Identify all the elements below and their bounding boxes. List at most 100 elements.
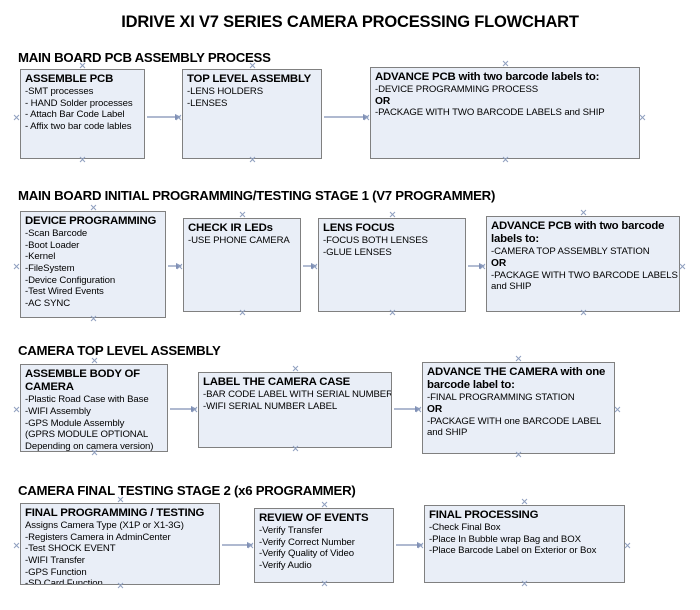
- process-box-title: ADVANCE THE CAMERA with one barcode labe…: [427, 366, 606, 392]
- process-box-s3-1[interactable]: ASSEMBLE BODY OF CAMERA-Plastic Road Cas…: [20, 364, 168, 452]
- connection-handle-icon: [321, 501, 328, 508]
- process-box-line: and SHIP: [427, 427, 468, 439]
- process-box-line: -Place In Bubble wrap Bag and BOX: [429, 533, 581, 545]
- connection-handle-icon: [521, 498, 528, 505]
- connection-handle-icon: [13, 406, 20, 413]
- process-box-s1-1[interactable]: ASSEMBLE PCB-SMT processes- HAND Solder …: [20, 69, 145, 159]
- connection-handle-icon: [679, 263, 686, 270]
- connection-handle-icon: [292, 365, 299, 372]
- process-box-line: - Attach Bar Code Label: [25, 109, 125, 121]
- connection-handle-icon: [311, 263, 318, 270]
- process-box-line: -Test Wired Events: [25, 286, 104, 298]
- process-box-s4-2[interactable]: REVIEW OF EVENTS-Verify Transfer-Verify …: [254, 508, 394, 583]
- connection-handle-icon: [502, 60, 509, 67]
- connection-handle-icon: [614, 406, 621, 413]
- process-box-line: -Plastic Road Case with Base: [25, 394, 149, 406]
- process-box-line: -USE PHONE CAMERA: [188, 235, 290, 247]
- process-box-line: -GPS Module Assembly: [25, 417, 125, 429]
- process-box-title: ASSEMBLE PCB: [25, 73, 114, 85]
- connection-handle-icon: [176, 263, 183, 270]
- process-box-line: OR: [375, 95, 391, 107]
- connection-handle-icon: [417, 542, 424, 549]
- process-box-line: and SHIP: [491, 281, 532, 293]
- process-box-line: -BAR CODE LABEL WITH SERIAL NUMBER: [203, 389, 392, 401]
- process-box-line: -Scan Barcode: [25, 228, 88, 240]
- process-box-title: ADVANCE PCB with two barcode labels to:: [491, 220, 665, 246]
- process-box-line: Depending on camera version): [25, 440, 154, 452]
- connection-handle-icon: [191, 406, 198, 413]
- process-box-line: -SD Card Function: [25, 578, 103, 585]
- connection-handle-icon: [239, 211, 246, 218]
- process-box-s2-2[interactable]: CHECK IR LEDs-USE PHONE CAMERA: [183, 218, 301, 312]
- process-box-line: -Verify Transfer: [259, 525, 323, 537]
- connection-handle-icon: [13, 114, 20, 121]
- process-box-s4-3[interactable]: FINAL PROCESSING -Check Final Box-Place …: [424, 505, 625, 583]
- connection-handle-icon: [580, 209, 587, 216]
- process-box-line: (GPRS MODULE OPTIONAL: [25, 429, 149, 441]
- process-box-line: -Verify Correct Number: [259, 536, 355, 548]
- process-box-line: -AC SYNC: [25, 297, 71, 309]
- process-box-title: ASSEMBLE BODY OF CAMERA: [25, 368, 140, 394]
- process-box-line: -GLUE LENSES: [323, 246, 392, 258]
- page-title: IDRIVE XI V7 SERIES CAMERA PROCESSING FL…: [121, 13, 579, 31]
- process-box-line: -LENS HOLDERS: [187, 86, 264, 98]
- process-box-line: -WIFI Transfer: [25, 554, 85, 566]
- process-box-s1-3[interactable]: ADVANCE PCB with two barcode labels to:-…: [370, 67, 640, 159]
- process-box-line: -Test SHOCK EVENT: [25, 543, 116, 555]
- process-box-line: -PACKAGE WITH one BARCODE LABEL: [427, 415, 602, 427]
- process-box-s2-1[interactable]: DEVICE PROGRAMMING-Scan Barcode-Boot Loa…: [20, 211, 166, 318]
- section-heading-3: CAMERA TOP LEVEL ASSEMBLY: [18, 343, 221, 358]
- process-box-s2-3[interactable]: LENS FOCUS-FOCUS BOTH LENSES-GLUE LENSES: [318, 218, 466, 312]
- connection-handle-icon: [13, 542, 20, 549]
- process-box-s1-2[interactable]: TOP LEVEL ASSEMBLY-LENS HOLDERS-LENSES: [182, 69, 322, 159]
- process-box-line: Assigns Camera Type (X1P or X1-3G): [25, 520, 184, 532]
- process-box-line: -FOCUS BOTH LENSES: [323, 235, 428, 247]
- section-heading-2: MAIN BOARD INITIAL PROGRAMMING/TESTING S…: [18, 188, 496, 203]
- section-heading-1: MAIN BOARD PCB ASSEMBLY PROCESS: [18, 50, 271, 65]
- connection-handle-icon: [13, 263, 20, 270]
- process-box-line: -GPS Function: [25, 566, 87, 578]
- process-box-line: OR: [427, 404, 443, 415]
- process-box-line: -DEVICE PROGRAMMING PROCESS: [375, 84, 539, 96]
- connection-handle-icon: [363, 114, 370, 121]
- process-box-title: DEVICE PROGRAMMING: [25, 215, 157, 227]
- process-box-title: FINAL PROGRAMMING / TESTING: [25, 507, 205, 519]
- process-box-line: -Kernel: [25, 251, 56, 263]
- process-box-line: -FINAL PROGRAMMING STATION: [427, 392, 575, 404]
- connection-handle-icon: [624, 542, 631, 549]
- process-box-line: -WIFI Assembly: [25, 406, 91, 417]
- process-box-line: - HAND Solder processes: [25, 97, 133, 109]
- process-box-line: -Check Final Box: [429, 522, 501, 534]
- connection-handle-icon: [389, 211, 396, 218]
- process-box-s3-3[interactable]: ADVANCE THE CAMERA with one barcode labe…: [422, 362, 615, 454]
- process-box-line: -WIFI SERIAL NUMBER LABEL: [203, 400, 338, 412]
- connection-handle-icon: [415, 406, 422, 413]
- connection-handle-icon: [515, 355, 522, 362]
- process-box-line: -Verify Quality of Video: [259, 548, 355, 560]
- process-box-line: OR: [491, 258, 507, 269]
- process-box-s3-2[interactable]: LABEL THE CAMERA CASE-BAR CODE LABEL WIT…: [198, 372, 392, 448]
- connection-handle-icon: [90, 204, 97, 211]
- process-box-title: CHECK IR LEDs: [188, 222, 273, 234]
- process-box-line: -PACKAGE WITH TWO BARCODE LABELS: [491, 269, 678, 281]
- process-box-line: -SMT processes: [25, 86, 94, 98]
- connection-handle-icon: [91, 357, 98, 364]
- process-box-s2-4[interactable]: ADVANCE PCB with two barcode labels to: -…: [486, 216, 680, 312]
- process-box-title: REVIEW OF EVENTS: [259, 512, 369, 524]
- process-box-line: -PACKAGE WITH TWO BARCODE LABELS and SHI…: [375, 107, 605, 119]
- process-box-line: -Place Barcode Label on Exterior or Box: [429, 545, 597, 557]
- connection-handle-icon: [247, 542, 254, 549]
- process-box-line: - Affix two bar code lables: [25, 120, 132, 132]
- process-box-title: FINAL PROCESSING: [429, 509, 539, 521]
- process-box-title: LENS FOCUS: [323, 222, 395, 234]
- connection-handle-icon: [175, 114, 182, 121]
- process-box-line: -Device Configuration: [25, 274, 116, 286]
- process-box-line: -Registers Camera in AdminCenter: [25, 531, 171, 543]
- process-box-title: LABEL THE CAMERA CASE: [203, 376, 351, 388]
- process-box-line: -Boot Loader: [25, 239, 80, 251]
- process-box-line: -LENSES: [187, 97, 228, 109]
- process-box-title: TOP LEVEL ASSEMBLY: [187, 73, 312, 85]
- connection-handle-icon: [639, 114, 646, 121]
